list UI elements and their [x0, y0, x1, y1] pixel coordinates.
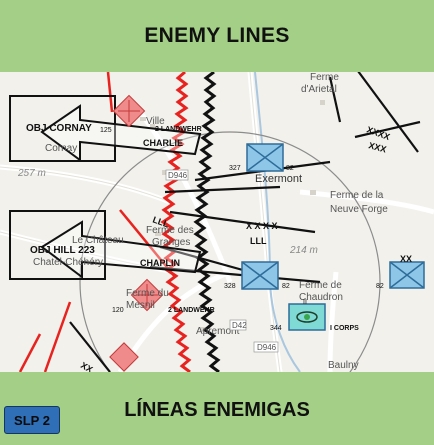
label-elevation-214: 214 m: [289, 245, 318, 256]
enemy-unit-diamond: [130, 278, 164, 312]
road-label-d946-b: D946: [257, 343, 277, 352]
label-i-corps: I CORPS: [330, 325, 359, 332]
enemy-line-red-main: [160, 72, 192, 372]
label-xxx-1: XXX: [367, 140, 387, 154]
number-82-a: 82: [286, 165, 294, 172]
tactical-map: Ferme d'Arietal Exermont Ferme de la Neu…: [0, 72, 434, 372]
label-2-landwehr-top: 2 LANDWEHR: [155, 126, 202, 133]
map-canvas: Ferme d'Arietal Exermont Ferme de la Neu…: [0, 72, 434, 372]
range-circle: [79, 131, 381, 372]
label-xxxx-2: X X X X: [246, 221, 278, 231]
objective-hill-223: [9, 210, 106, 280]
friendly-unit-328: [241, 261, 279, 290]
label-granges-1: Ferme des: [146, 225, 194, 236]
number-328: 328: [224, 283, 236, 290]
enemy-unit-diamond: [109, 342, 139, 372]
label-2-landwehr-bottom: 2 LANDWEHR: [168, 307, 215, 314]
friendly-unit-327: [246, 143, 284, 172]
river: [254, 72, 301, 372]
attack-arrow-hill: [40, 220, 202, 279]
label-xx-right: XX: [400, 254, 412, 264]
label-granges-2: Granges: [152, 237, 190, 248]
label-chaplin: CHAPLIN: [140, 258, 180, 268]
label-charlie: CHARLIE: [143, 138, 183, 148]
label-neuve-forge-2: Neuve Forge: [330, 204, 388, 215]
label-obj-hill-223: OBJ HILL 223: [30, 245, 95, 256]
title-lineas-enemigas: LÍNEAS ENEMIGAS: [124, 398, 310, 421]
label-mesnil-1: Ferme du: [126, 288, 169, 299]
road-label-d42: D42: [232, 321, 247, 330]
number-344: 344: [270, 325, 282, 332]
number-125: 125: [100, 127, 112, 134]
label-chaudron-1: Ferme de: [299, 280, 342, 291]
label-chatel-chehery: Chatel-Chéhéry: [33, 257, 103, 268]
corps-unit-344: [288, 303, 326, 331]
label-ferme-arietal-1: Ferme: [310, 72, 339, 83]
enemy-unit-diamond: [112, 94, 146, 128]
slp-badge: SLP 2: [4, 406, 60, 434]
friendly-unit-right: [389, 261, 425, 289]
label-le-chateau: Le Château: [72, 235, 124, 246]
map-background: [0, 72, 434, 372]
label-chaudron-2: Chaudron: [299, 292, 343, 303]
label-obj-cornay: OBJ CORNAY: [26, 123, 92, 134]
label-mesnil-2: Mesnil: [126, 300, 155, 311]
title-enemy-lines: ENEMY LINES: [144, 24, 290, 47]
label-neuve-forge-1: Ferme de la: [330, 190, 384, 201]
label-xx-left: XX: [79, 360, 94, 372]
number-120: 120: [112, 307, 124, 314]
label-cornay: Cornay: [45, 143, 77, 154]
number-327: 327: [229, 165, 241, 172]
number-82-c: 82: [376, 283, 384, 290]
label-ferme-arietal-2: d'Arietal: [301, 84, 337, 95]
label-lll-2: LLL: [250, 236, 267, 246]
label-elevation-257: 257 m: [17, 168, 46, 179]
attack-arrow-cornay: [40, 104, 202, 162]
road-label-d946-a: D946: [168, 171, 188, 180]
label-baulny: Baulny: [328, 360, 359, 371]
objective-cornay: [9, 95, 116, 162]
label-exermont: Exermont: [255, 173, 302, 185]
label-ville: Ville: [146, 116, 165, 127]
label-apremont: Apremont: [196, 326, 240, 337]
enemy-line-black: [193, 72, 221, 372]
label-ii-marker: II: [303, 299, 307, 306]
number-82-b: 82: [282, 283, 290, 290]
